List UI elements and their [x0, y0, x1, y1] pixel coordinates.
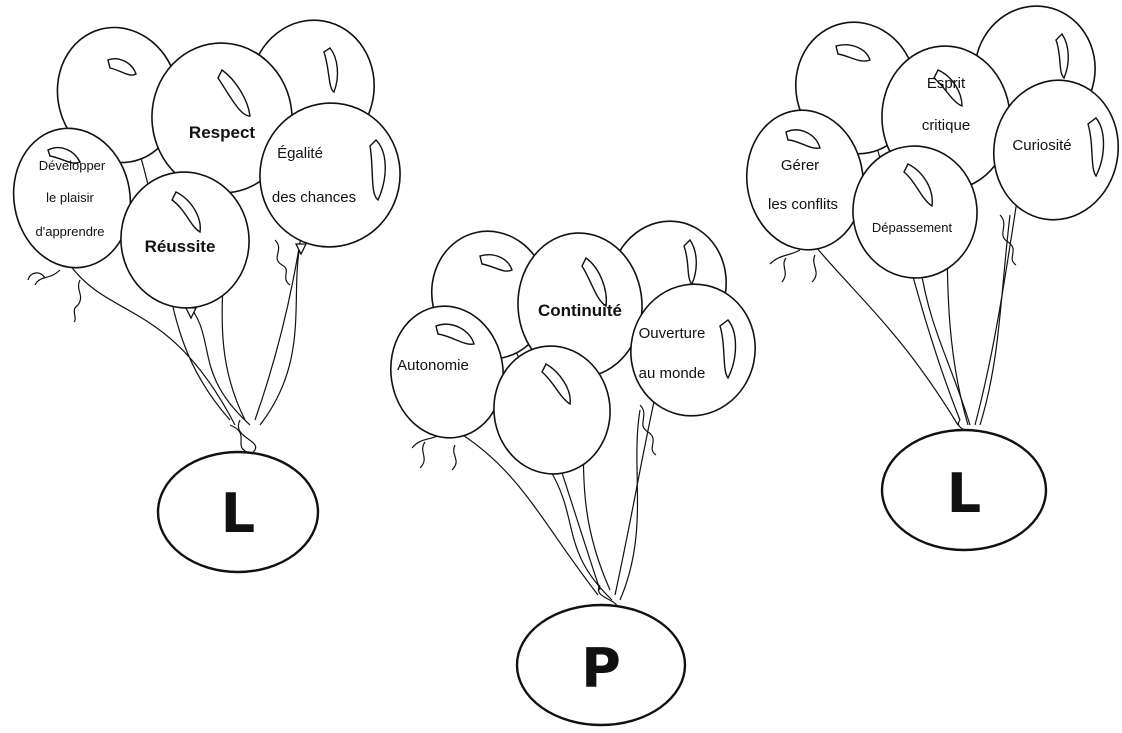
balloon-respect: Respect	[151, 42, 293, 194]
balloon-continuite: Continuité	[517, 232, 643, 378]
weight-right: L	[880, 428, 1048, 552]
label-autonomie: Autonomie	[397, 357, 469, 374]
balloon-ouverture: Ouverture au monde	[630, 283, 756, 417]
label-critique: critique	[922, 117, 970, 134]
weight-center: P	[515, 603, 687, 727]
letter-center: P	[581, 637, 621, 700]
label-developper: Développer	[39, 158, 106, 173]
label-gerer: Gérer	[781, 157, 819, 174]
balloon-bunch-right: Esprit critique Gérer les conflits Curio…	[745, 5, 1120, 552]
balloon-developper: Développer le plaisir d'apprendre	[12, 127, 132, 269]
label-respect: Respect	[189, 123, 255, 142]
balloon	[493, 345, 611, 475]
balloon-autonomie: Autonomie	[389, 305, 505, 439]
knot	[184, 307, 198, 320]
label-esprit: Esprit	[927, 75, 966, 92]
weight-left: L	[156, 450, 320, 574]
label-depassement: Dépassement	[872, 220, 953, 235]
label-apprendre: d'apprendre	[36, 224, 105, 239]
letter-right: L	[947, 462, 981, 525]
balloon-gerer: Gérer les conflits	[745, 109, 865, 251]
label-monde: au monde	[639, 365, 706, 382]
balloon-depassement: Dépassement	[852, 145, 978, 279]
balloon-bunch-center: Continuité Autonomie Ouverture au monde …	[389, 220, 756, 727]
label-egalite: Égalité	[277, 145, 323, 162]
balloon-curiosite: Curiosité	[992, 79, 1120, 221]
label-curiosite: Curiosité	[1012, 137, 1071, 154]
letter-left: L	[221, 482, 255, 545]
label-chances: des chances	[272, 189, 356, 206]
label-conflits: les conflits	[768, 196, 838, 213]
knot	[294, 243, 308, 256]
balloon-bunch-left: Respect Développer le plaisir d'apprendr…	[12, 19, 401, 574]
label-plaisir: le plaisir	[46, 190, 94, 205]
balloon-egalite: Égalité des chances	[259, 102, 401, 248]
balloon-reussite: Réussite	[120, 171, 250, 309]
label-continuite: Continuité	[538, 301, 622, 320]
balloon	[56, 26, 180, 164]
label-ouverture: Ouverture	[639, 325, 706, 342]
label-reussite: Réussite	[145, 237, 216, 256]
